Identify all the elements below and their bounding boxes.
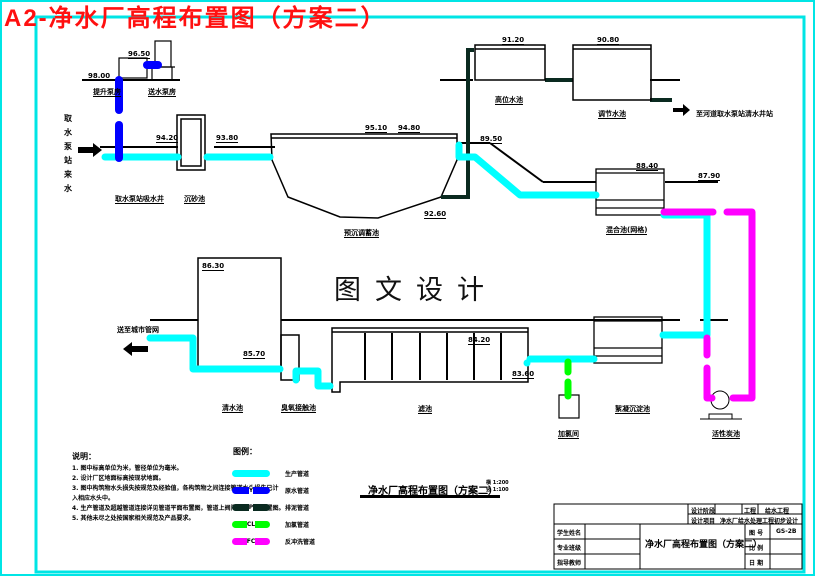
caption-pump-well: 臭氧接触池 [281,404,316,413]
tb-drawing-no: GS-2B [776,528,797,535]
sheet-title: A2-净水厂高程布置图（方案二） [4,5,387,32]
legend-swatch: P [232,504,270,511]
legend-tag: FC [246,538,256,545]
elevation-tag: 87.90 [698,172,721,181]
tb-drawing-no-label: 图 号 [749,530,764,537]
clear-well [197,257,282,369]
tb-drawing-name: 净水厂高程布置图（方案二） [645,540,763,550]
drawing-title-underline [360,495,500,498]
tb-class: 专业班级 [557,545,582,552]
caption-mixing-tank: 混合池(网格) [606,226,648,235]
elevation-tag: 86.30 [202,262,225,271]
source-label: 取水泵站来水 [64,114,72,193]
scale-vertical: 竖 1:100 [486,487,509,493]
elevation-tag: 89.50 [480,135,503,144]
legend-tag: CL [246,521,256,528]
caption-dosing-tank: 加氯间 [558,430,579,439]
legend-tag: Y [248,487,254,494]
elevation-tag: 92.60 [424,210,447,219]
production-pipe [101,141,711,390]
intake-pump-house [118,40,175,80]
elevation-tag: 85.70 [243,350,266,359]
elevation-tag: 90.80 [597,36,620,45]
legend-swatch [232,470,270,477]
presed-basin [270,133,458,219]
backwash-pipe [660,208,756,402]
scale-horizontal: 横 1:200 [486,480,509,486]
note-item: 3. 图中构筑物水头损失按规范及经验值，各构筑物之间连接管道水头损失已计 [72,485,279,492]
output-label: 送至城市管网 [117,326,159,334]
title-block-grid [553,503,803,570]
tb-item-label: 设计项目 [691,518,716,525]
raw-water-pipe [115,61,162,162]
caption-intake-well: 取水泵站吸水井 [115,195,164,204]
elevation-tag: 95.10 [365,124,388,133]
legend-label: 排泥管道 [285,505,310,512]
notes: 说明： 1. 图中标高单位为米，管径单位为毫米。 2. 设计厂区地面标高按现状地… [72,452,285,524]
pump-well [280,334,300,381]
legend-swatch: FC [232,538,270,545]
filter-bank [331,327,529,393]
elevation-tag: 88.40 [636,162,659,171]
filter-columns [364,333,502,380]
elevation-tag: 93.80 [216,134,239,143]
caption-flocculation: 絮凝沉淀池 [615,405,650,414]
note-item: 4. 生产管道及超越管道连接详见管道平面布置图，管道上阀门详见管道布置图。 [72,505,285,512]
elevation-tag: 94.20 [156,134,179,143]
caption-grit-chamber: 沉砂池 [184,195,205,204]
drawing-scale: 横 1:200 竖 1:100 [486,480,509,494]
tb-stage-label: 设计阶段 [691,508,716,515]
caption-lift-pump: 提升泵房 [93,88,121,97]
high-tanks [474,44,652,101]
notes-heading: 说明： [72,452,96,461]
outflow-arrow-icon [673,104,690,116]
tb-date-label: 日 期 [749,560,764,567]
legend-tag: P [248,504,254,511]
elevation-tag: 96.50 [128,50,151,59]
legend-label: 生产管道 [285,471,310,478]
sludge-pipe [441,48,672,199]
caption-high-tank-1: 高位水池 [495,96,523,105]
downstream-label: 至河道取水泵站清水井站 [696,110,773,118]
elevation-tag: 91.20 [502,36,525,45]
note-item: 1. 图中标高单位为米，管径单位为毫米。 [72,465,183,472]
tb-project-label: 工程 [744,508,757,515]
caption-backwash-pump: 活性炭池 [712,430,740,439]
legend-swatch: CL [232,521,270,528]
legend-label: 反冲洗管道 [285,539,316,546]
caption-pump-house: 送水泵房 [148,88,176,97]
legend-heading: 图例： [233,447,257,456]
caption-clear-well: 清水池 [222,404,243,413]
tb-item-value: 净水厂给水处理工程初步设计 [720,518,799,525]
ground-lines [82,79,728,321]
grit-chamber [176,114,206,171]
legend-swatch: Y [232,487,270,494]
caption-high-tank-2: 调节水池 [598,110,626,119]
legend-label: 原水管道 [285,488,310,495]
watermark: 图文设计 [334,275,498,306]
tb-scale-label: 比 例 [749,545,764,552]
drawing-title: 净水厂高程布置图（方案二） [368,486,498,497]
note-item: 入相应水头中。 [72,495,115,502]
elevation-tag: 84.20 [468,336,491,345]
mixing-tank-upper [595,168,665,216]
tb-advisor: 指导教师 [557,560,582,567]
city-outflow-arrow-icon [123,342,148,356]
flow-arrows [78,104,690,356]
note-item: 5. 其他未尽之处按国家相关规范及产品要求。 [72,515,195,522]
legend-label: 加氯管道 [285,522,310,529]
note-item: 2. 设计厂区地面标高按现状地面。 [72,475,165,482]
caption-presed-basin: 预沉调蓄池 [344,229,379,238]
inflow-arrow-icon [78,143,102,157]
elevation-tag: 94.80 [398,124,421,133]
tb-project-value: 给水工程 [765,508,790,515]
caption-sand-filter: 滤池 [418,405,432,414]
sheet-inner-border [34,15,806,574]
mixing-tank-lower [593,316,663,364]
elevation-tag: 83.60 [512,370,535,379]
tb-student: 学生姓名 [557,530,582,537]
elevation-tag: 98.00 [88,72,111,81]
